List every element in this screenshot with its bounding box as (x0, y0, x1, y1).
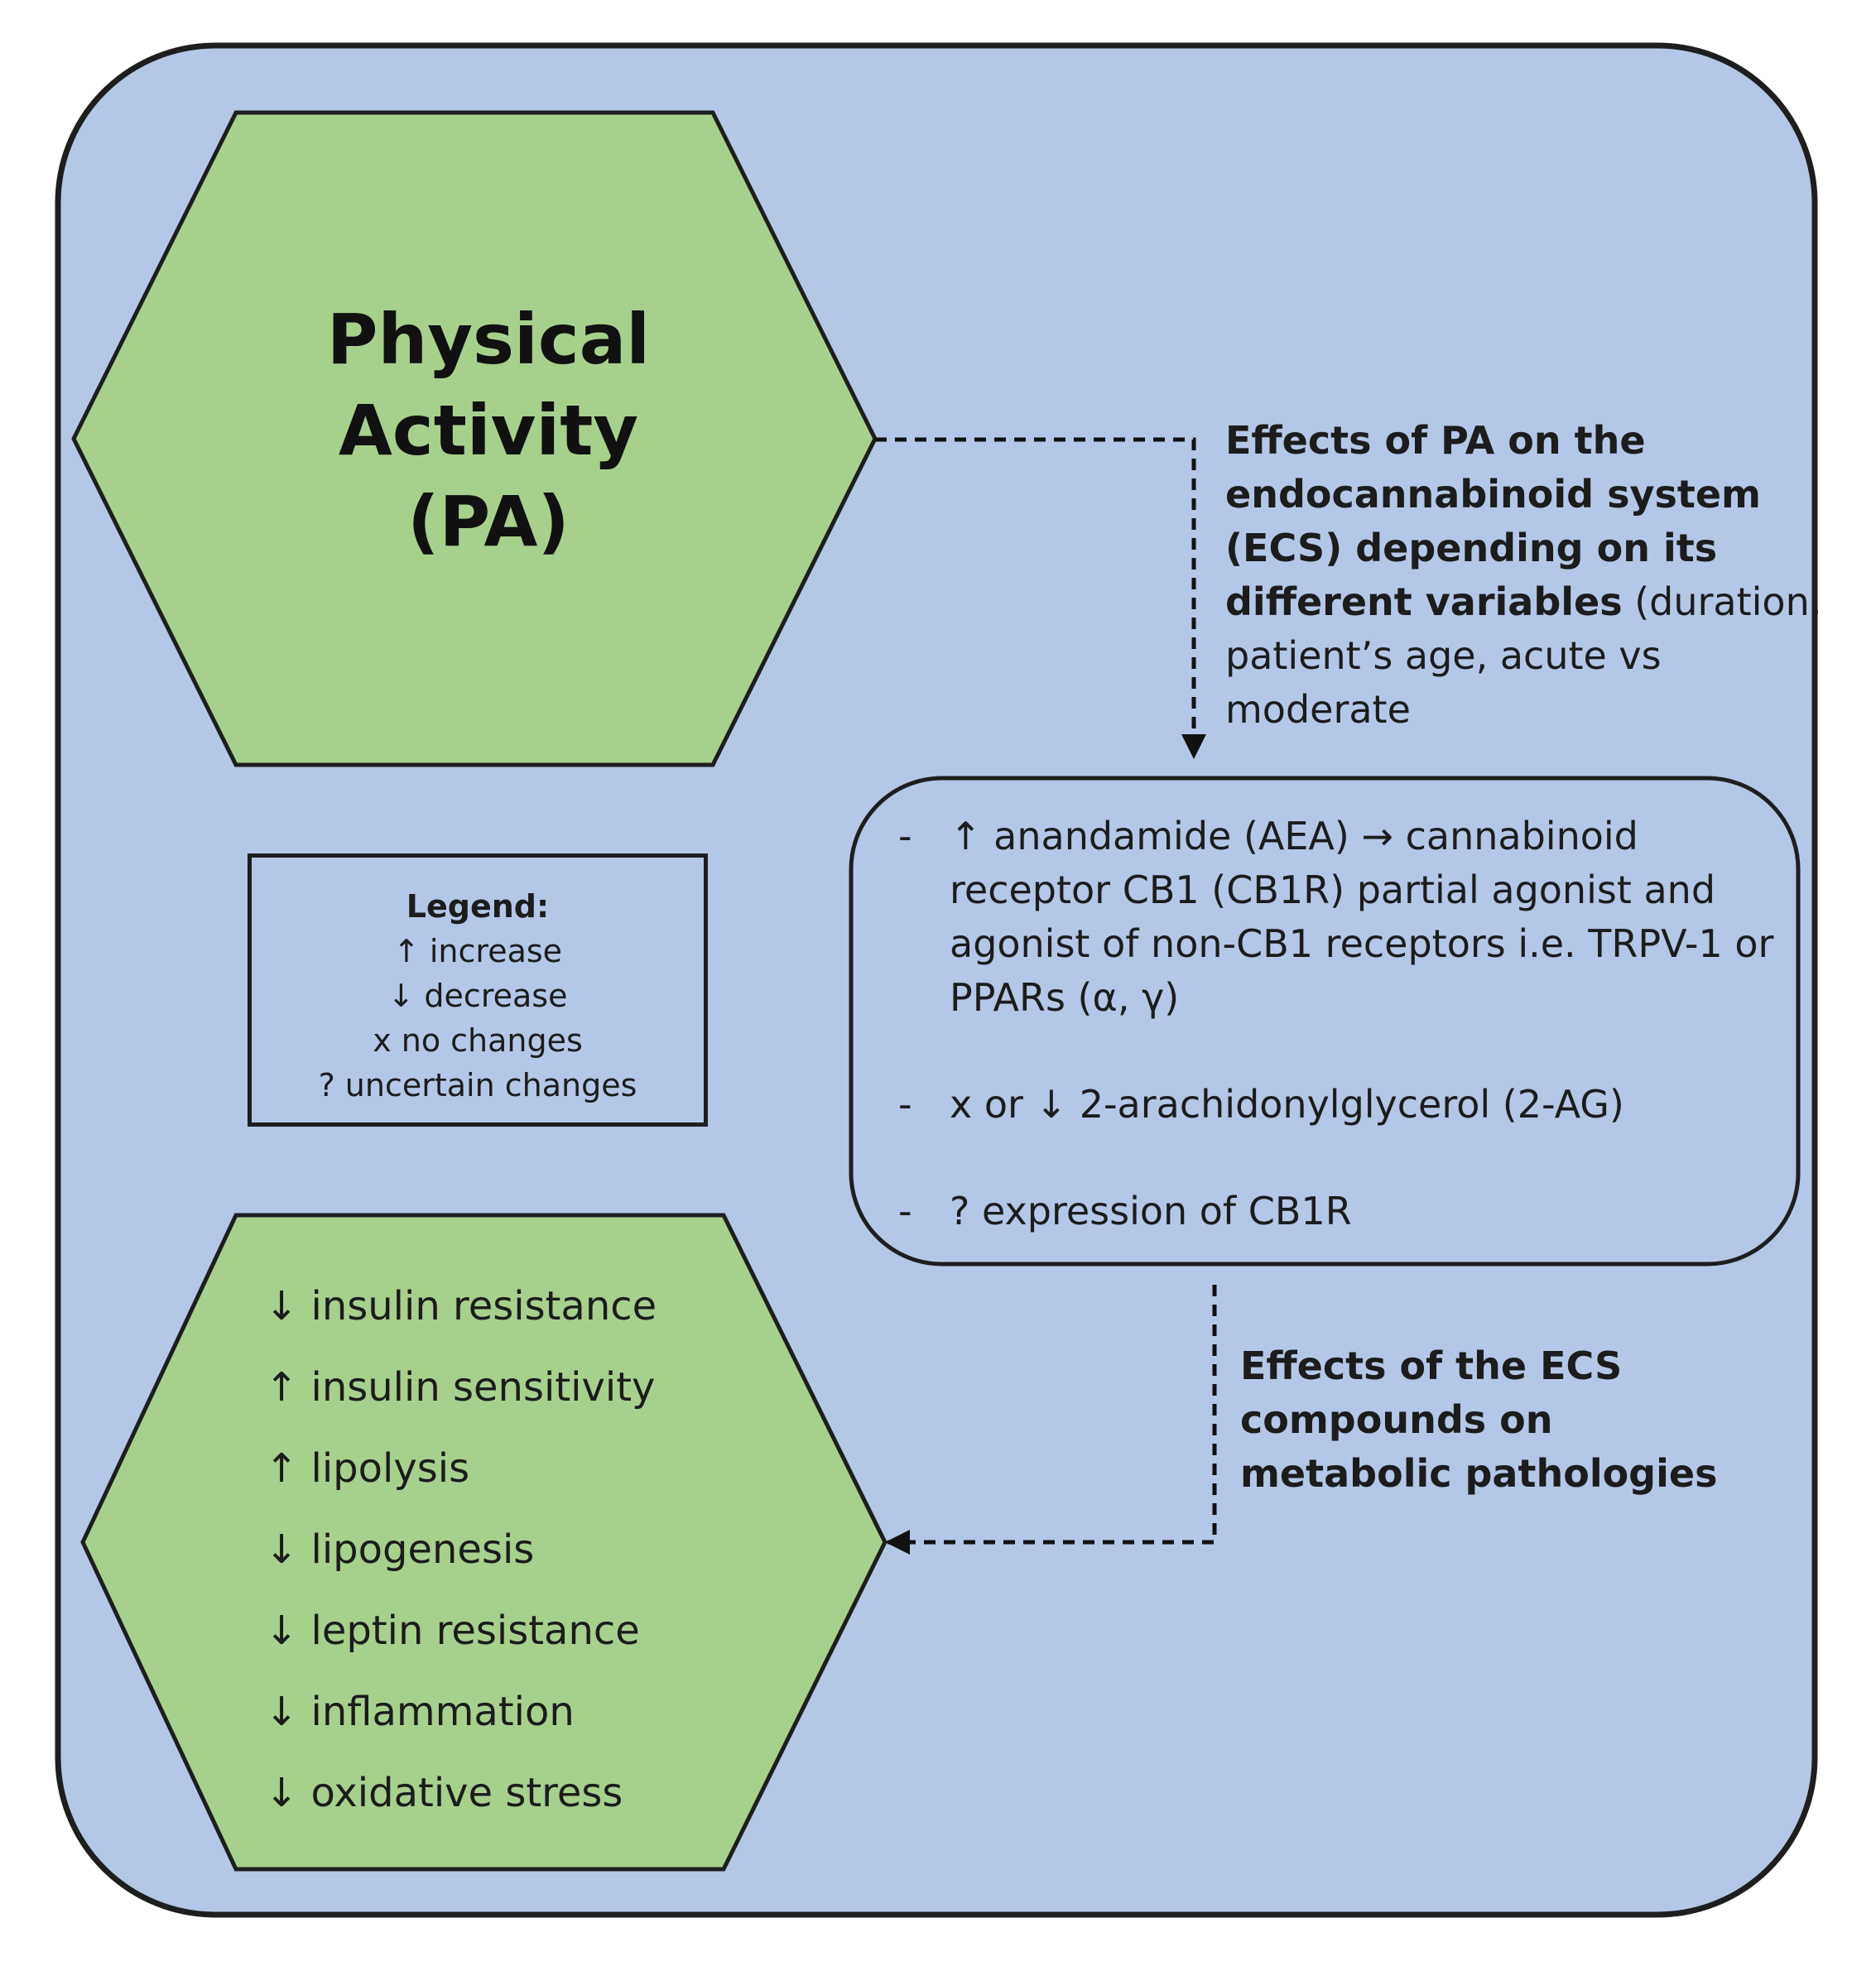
legend-item-decrease: ↓ decrease (387, 978, 568, 1014)
physical-activity-title: Physical Activity (PA) (273, 294, 704, 567)
ecs-item-text: x or ↓ 2-arachidonylglycerol (2-AG) (950, 1082, 1624, 1127)
ecs-item-text: ? expression of CB1R (950, 1189, 1352, 1233)
title-line: Activity (338, 390, 639, 471)
ecs-item-2ag: - x or ↓ 2-arachidonylglycerol (2-AG) (898, 1078, 1776, 1132)
effects-pa-bold-text: Effects of PA on the endocannabinoid sys… (1225, 418, 1761, 624)
list-dash: - (898, 814, 912, 858)
legend-item-uncertain: ? uncertain changes (318, 1067, 637, 1103)
ecs-item-text: ↑ anandamide (AEA) → cannabinoid recepto… (950, 814, 1774, 1020)
title-line: (PA) (407, 481, 570, 562)
ecs-to-outcomes-connector (885, 1285, 1217, 1555)
legend-title: Legend: (406, 888, 550, 925)
outcome-lipolysis: ↑ lipolysis (265, 1445, 470, 1492)
outcome-inflammation: ↓ inflammation (265, 1689, 575, 1735)
title-line: Physical (326, 299, 651, 380)
metabolic-outcomes-list: ↓ insulin resistance ↑ insulin sensitivi… (265, 1273, 778, 1841)
legend-item-no-changes: x no changes (373, 1022, 583, 1059)
list-dash: - (898, 1082, 912, 1127)
list-dash: - (898, 1189, 912, 1233)
effects-ecs-on-pathologies-label: Effects of the ECS compounds on metaboli… (1240, 1344, 1718, 1496)
legend-box: Legend: ↑ increase ↓ decrease x no chang… (248, 853, 708, 1127)
outcome-oxidative-stress: ↓ oxidative stress (265, 1770, 623, 1816)
outcome-insulin-resistance: ↓ insulin resistance (265, 1283, 657, 1329)
ecs-compounds-list: - ↑ anandamide (AEA) → cannabinoid recep… (898, 810, 1776, 1238)
outcome-insulin-sensitivity: ↑ insulin sensitivity (265, 1364, 656, 1411)
outcome-lipogenesis: ↓ lipogenesis (265, 1526, 535, 1573)
effects-pa-variables-text: (duration, patient’s age, acute vs moder… (1225, 579, 1822, 732)
effects-pa-on-ecs-label: Effects of PA on the endocannabinoid sys… (1225, 414, 1838, 737)
legend-item-increase: ↑ increase (392, 933, 563, 969)
ecs-item-cb1r-expression: - ? expression of CB1R (898, 1185, 1776, 1238)
metabolic-outcomes-hexagon (80, 1213, 887, 1872)
physical-activity-hexagon (71, 110, 878, 767)
pa-to-ecs-connector (875, 437, 1206, 759)
ecs-item-anandamide: - ↑ anandamide (AEA) → cannabinoid recep… (898, 810, 1776, 1025)
ecs-compounds-box (849, 776, 1801, 1267)
outcome-leptin-resistance: ↓ leptin resistance (265, 1608, 640, 1654)
